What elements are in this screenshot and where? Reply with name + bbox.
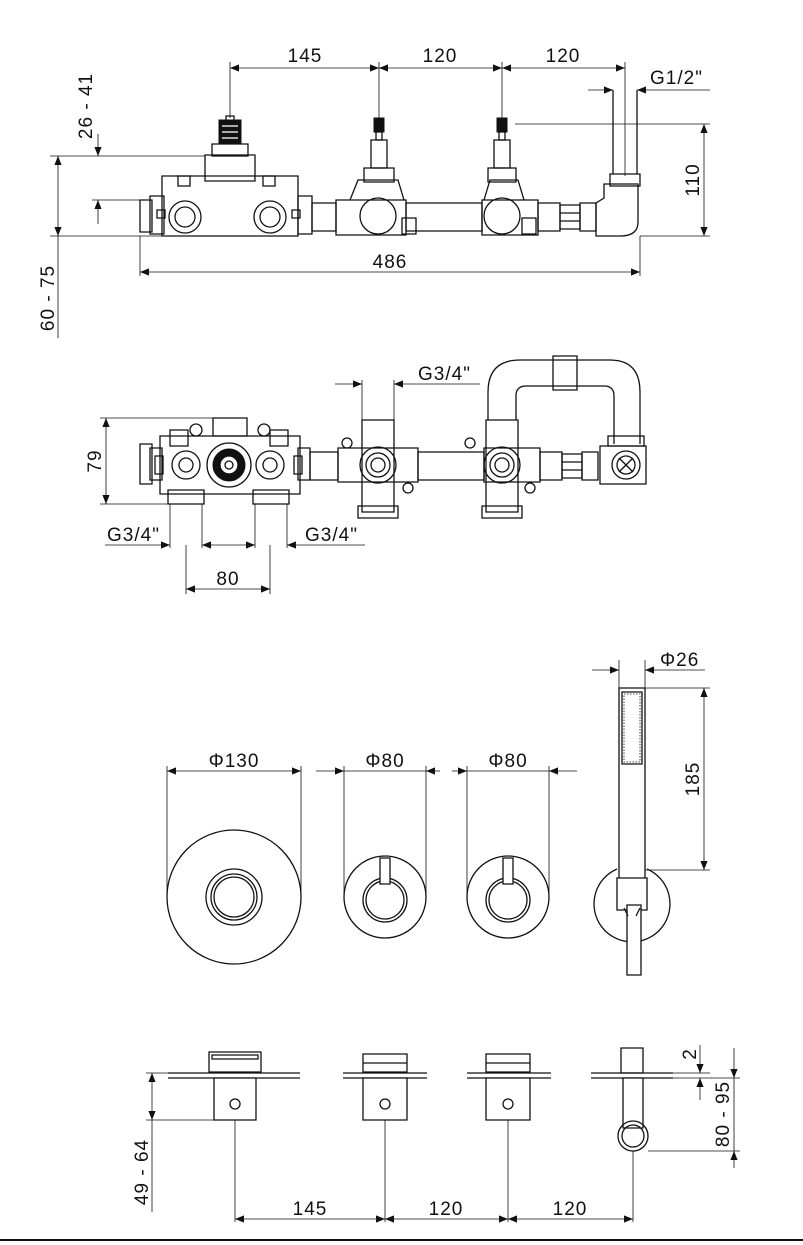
top-view-dim-inlets: G3/4" G3/4" 80 (105, 504, 365, 594)
top-view: G3/4" 79 G3/4" G3/4" 80 (85, 356, 646, 594)
bottom-view: 2 80 - 95 49 - 64 145 120 120 (132, 1045, 740, 1223)
bottom-view-diverter-trim-1 (343, 1054, 427, 1222)
bottom-view-dim-thickness: 2 (673, 1045, 740, 1100)
top-view-dim-depth: 79 (85, 418, 213, 504)
bottom-dim-120-b: 120 (553, 1199, 588, 1220)
side-view-dim-height: 110 (515, 124, 710, 236)
front-view: Φ130 Φ80 Φ (167, 650, 710, 975)
side-view: 145 120 120 G1/2" 110 26 - 41 (38, 46, 710, 338)
bottom-dim-120-a: 120 (429, 1199, 464, 1220)
front-view-diverter-plate-2 (467, 856, 549, 938)
front-dim-26: Φ26 (660, 650, 699, 671)
side-dim-60-75: 60 - 75 (38, 265, 59, 331)
top-dim-g34-left: G3/4" (107, 525, 160, 546)
front-dim-80-a: Φ80 (365, 751, 404, 772)
bottom-dim-80-95: 80 - 95 (713, 1081, 734, 1147)
side-view-dim-thread: G1/2" (588, 68, 710, 94)
bottom-view-diverter-trim-2 (467, 1054, 551, 1222)
side-dim-145: 145 (288, 46, 323, 67)
front-view-dim-small-2: Φ80 (452, 751, 577, 897)
front-view-thermostat-plate (167, 830, 301, 964)
top-dim-79: 79 (85, 449, 106, 472)
bottom-view-hand-shower-outlet (591, 1048, 673, 1222)
side-dim-110: 110 (683, 163, 704, 196)
bottom-view-dim-spacing: 145 120 120 (235, 1199, 633, 1223)
front-dim-130: Φ130 (209, 751, 260, 772)
bottom-dim-145: 145 (293, 1199, 328, 1220)
bottom-dim-49-64: 49 - 64 (132, 1139, 153, 1205)
front-view-dim-small-1: Φ80 (316, 751, 440, 897)
front-view-diverter-plate-1 (344, 856, 426, 938)
side-dim-26-41: 26 - 41 (76, 73, 97, 139)
front-view-dim-large: Φ130 (167, 751, 301, 897)
bottom-view-thermostat-trim (168, 1052, 300, 1222)
bottom-view-dim-outlet: 80 - 95 (648, 1048, 740, 1168)
bottom-view-dim-projection: 49 - 64 (132, 1073, 214, 1212)
side-dim-120-b: 120 (546, 46, 581, 67)
side-view-dim-stem: 26 - 41 (76, 73, 205, 224)
front-dim-80-b: Φ80 (488, 751, 527, 772)
front-view-hand-shower (594, 688, 670, 975)
side-dim-g12: G1/2" (650, 68, 703, 89)
side-view-body (140, 90, 640, 236)
front-view-dim-hand-shower: Φ26 185 (592, 650, 710, 870)
side-dim-120-a: 120 (423, 46, 458, 67)
front-dim-185: 185 (683, 762, 704, 797)
top-view-dim-thread-top: G3/4" (335, 364, 480, 420)
side-view-dim-spacing: 145 120 120 (230, 46, 625, 176)
top-dim-g34-right: G3/4" (305, 525, 358, 546)
side-view-dim-total: 486 (140, 236, 640, 276)
bottom-dim-2: 2 (680, 1048, 701, 1060)
top-dim-g34-top: G3/4" (418, 364, 471, 385)
top-dim-80: 80 (216, 569, 239, 590)
top-view-body (140, 356, 646, 518)
side-dim-486: 486 (373, 252, 408, 273)
side-view-dim-depth: 60 - 75 (38, 156, 162, 338)
